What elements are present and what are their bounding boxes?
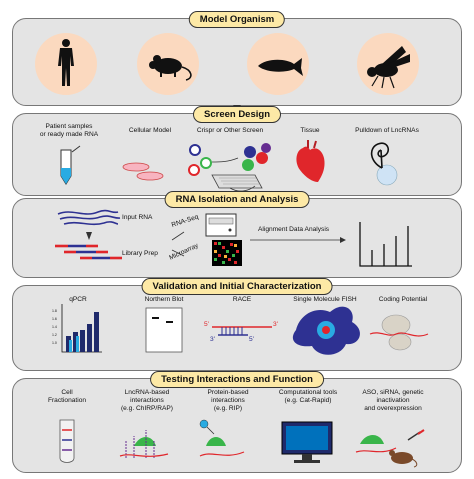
microarray-icon — [212, 240, 242, 266]
label-lncrna-interactions: LncRNA-based interactions (e.g. ChIRP/RA… — [120, 389, 174, 412]
fractionation-tube-icon — [59, 419, 75, 463]
label-library-prep: Library Prep — [122, 250, 158, 257]
svg-text:1.4: 1.4 — [52, 325, 57, 329]
label-pulldown: Pulldown of LncRNAs — [355, 127, 419, 134]
label-race-5b: 5' — [249, 336, 254, 343]
zebrafish-icon — [258, 58, 303, 76]
northern-blot-icon — [145, 307, 183, 353]
label-northern-blot: Northern Blot — [144, 296, 184, 303]
label-coding-potential: Coding Potential — [378, 296, 428, 303]
panel-rna-isolation — [12, 198, 462, 278]
label-tissue: Tissue — [300, 127, 320, 134]
header-model-organism: Model Organism — [188, 11, 286, 28]
pulldown-icon — [370, 142, 398, 186]
header-testing: Testing Interactions and Function — [150, 371, 324, 388]
race-icon — [212, 326, 272, 336]
down-arrow-icon — [86, 232, 92, 240]
chirp-icon — [119, 430, 169, 458]
label-input-rna: Input RNA — [122, 214, 153, 221]
heart-tissue-icon — [296, 140, 325, 182]
label-computational-tools: Computational tools (e.g. Cat-Rapid) — [278, 389, 338, 404]
label-alignment: Alignment Data Analysis — [258, 226, 330, 233]
svg-text:1.8: 1.8 — [52, 309, 57, 313]
label-race-5: 5' — [204, 321, 209, 328]
header-rna-isolation: RNA Isolation and Analysis — [164, 191, 310, 208]
label-protein-interactions: Protein-based interactions (e.g. RIP) — [207, 389, 249, 412]
sequencer-icon — [205, 213, 237, 237]
fly-icon — [367, 46, 410, 89]
ribosome-icon — [369, 314, 429, 351]
header-screen-design: Screen Design — [193, 106, 281, 123]
svg-text:1.6: 1.6 — [52, 317, 57, 321]
petri-dish-icon — [122, 162, 164, 181]
label-race: RACE — [232, 296, 252, 303]
mouse-icon — [149, 55, 192, 81]
svg-text:1.2: 1.2 — [52, 333, 57, 337]
library-prep-icon — [55, 244, 122, 260]
fish-cell-icon — [292, 306, 360, 355]
label-race-3b: 3' — [210, 336, 215, 343]
header-validation: Validation and Initial Characterization — [141, 278, 333, 295]
crispr-screen-icon — [188, 143, 271, 192]
input-rna-icon — [57, 209, 121, 226]
qpcr-chart-icon: 1.8 1.6 1.4 1.2 1.0 — [52, 304, 102, 353]
label-cellular-model: Cellular Model — [128, 127, 172, 134]
rnaseq-arrow — [171, 231, 185, 241]
computer-icon — [281, 421, 333, 463]
label-crispr-screen: Crispr or Other Screen — [196, 127, 264, 134]
svg-text:1.0: 1.0 — [52, 341, 57, 345]
label-qpcr: qPCR — [69, 296, 87, 303]
alignment-arrowhead — [340, 237, 346, 243]
human-icon — [58, 39, 74, 86]
label-cell-fractionation: Cell Fractionation — [47, 389, 87, 404]
rip-icon — [199, 419, 245, 457]
tube-icon — [60, 145, 81, 185]
panel-testing — [12, 378, 462, 473]
label-single-molecule-fish: Single Molecule FISH — [293, 296, 357, 303]
label-patient-samples: Patient samples or ready made RNA — [39, 123, 99, 138]
label-race-3: 3' — [273, 321, 278, 328]
organism-circles — [35, 33, 419, 95]
result-bar-icon — [359, 222, 412, 267]
label-aso-sirna: ASO, siRNA, genetic inactivation and ove… — [362, 389, 424, 412]
microarray-arrow — [171, 249, 185, 257]
aso-mouse-icon — [355, 429, 425, 468]
